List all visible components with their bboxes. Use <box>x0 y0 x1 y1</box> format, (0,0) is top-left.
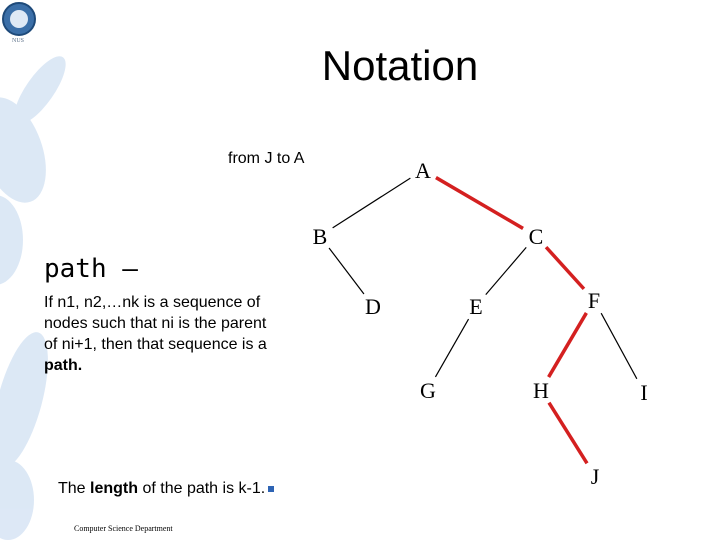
tree-edge-c-f <box>544 245 586 291</box>
tree-edge-a-c <box>435 176 524 230</box>
tree-edge-c-e <box>485 246 527 296</box>
definition-keyword: path. <box>44 357 83 374</box>
logo <box>2 2 36 36</box>
tree-node-e: E <box>469 294 482 319</box>
tree-edge-a-b <box>332 177 411 229</box>
tree-edge-f-i <box>600 312 638 380</box>
tree-node-h: H <box>533 378 549 403</box>
definition-body: If n1, n2,…nk is a sequence of nodes suc… <box>44 294 267 353</box>
tree-node-f: F <box>588 288 600 313</box>
tree-edge-e-g <box>434 318 470 378</box>
logo-caption: NUS <box>12 38 25 44</box>
bullet-marker <box>268 485 275 492</box>
slide-title: Notation <box>321 42 479 89</box>
tree-edge-b-d <box>328 247 365 295</box>
tree-node-d: D <box>365 294 381 319</box>
length-suffix: of the path is k-1. <box>138 480 266 497</box>
length-prefix: The <box>58 480 91 497</box>
tree-edge-h-j <box>547 401 589 465</box>
tree-edge-f-h <box>547 312 588 378</box>
tree-node-b: B <box>313 224 328 249</box>
diagram-caption: from J to A <box>228 150 305 167</box>
tree-node-j: J <box>591 464 600 489</box>
tree-node-c: C <box>529 224 544 249</box>
length-statement: The length of the path is k-1. <box>58 480 275 498</box>
length-keyword: length <box>90 480 139 497</box>
definition-text: If n1, n2,…nk is a sequence of nodes suc… <box>44 292 284 376</box>
footer-text: Computer Science Department <box>74 524 173 533</box>
term-heading: path – <box>44 254 138 284</box>
tree-node-i: I <box>640 380 647 405</box>
tree-node-g: G <box>420 378 436 403</box>
tree-node-a: A <box>415 158 431 183</box>
